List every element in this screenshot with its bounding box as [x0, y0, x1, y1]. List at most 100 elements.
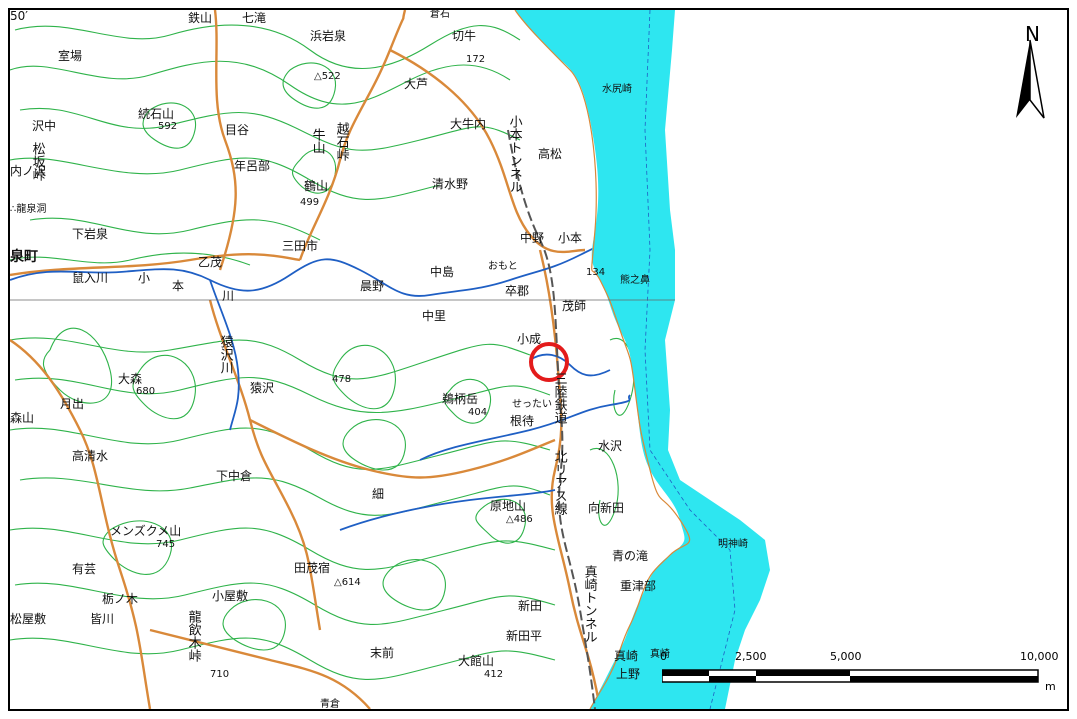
place-label-omotohira: おもと [488, 261, 518, 272]
place-label-tochinoki: 栃ノ木 [102, 592, 139, 606]
place-label-h710: 710 [210, 669, 230, 680]
place-label-kameyama: 鶴山 [304, 179, 329, 193]
place-label-mukaishinden: 向新田 [588, 501, 625, 515]
place-label-h522: △522 [314, 71, 341, 82]
place-label-mizujiri: 水尻崎 [602, 84, 632, 95]
place-label-sarusawa: 猿沢 [250, 381, 275, 395]
place-label-ouushiuchi: 大牛内 [450, 117, 487, 131]
place-label-h478: 478 [332, 374, 352, 385]
place-label-shigetsube: 重津部 [620, 579, 657, 593]
rivers [10, 244, 631, 531]
place-label-suemae: 末前 [370, 646, 395, 660]
place-label-masaki2: 真崎 [614, 649, 639, 663]
scale-tick-5000: 5,000 [830, 650, 862, 663]
vertical-label-sanriku: 三陸鉄道 [551, 372, 567, 424]
place-label-moshi: 茂師 [562, 299, 587, 313]
scale-bar: 0 2,500 5,000 10,000 m [660, 650, 1060, 695]
place-label-menago: 目谷 [225, 123, 250, 137]
place-label-hamaiwaizumi: 浜岩泉 [310, 29, 347, 43]
scale-tick-10000: 10,000 [1020, 650, 1059, 663]
place-label-h592: 592 [158, 121, 178, 132]
place-label-nakajima: 中島 [430, 265, 455, 279]
place-label-shimonakakura: 下中倉 [216, 469, 253, 483]
place-label-haraji: 原地山 [490, 499, 527, 513]
place-label-takamatsu: 高松 [538, 147, 563, 161]
coastline [514, 10, 691, 709]
place-label-myojinzaki: 明神崎 [718, 539, 748, 550]
place-label-kawa1: 川 [222, 289, 235, 303]
place-label-nemachi: 根待 [510, 414, 535, 428]
vertical-label-matsubatoge: 松坂峠 [29, 142, 45, 181]
place-label-uchinosawa: 内ノ沢 [10, 164, 47, 178]
roads [10, 10, 602, 709]
place-label-odateyama: 大館山 [458, 654, 495, 668]
place-label-kirimaki: 切牛 [452, 29, 477, 43]
place-label-kamino: 上野 [616, 667, 641, 681]
place-label-kumanohana: 熊之鼻 [620, 275, 650, 286]
vertical-label-omoto-tunnel: 小本トンネル [506, 115, 522, 193]
place-label-uzae: 有芸 [72, 562, 97, 576]
place-label-kuraishi: 倉石 [430, 9, 450, 20]
place-label-aokura: 青倉 [320, 699, 340, 710]
scale-bar-graphic [662, 669, 1039, 683]
place-label-nakano: 中野 [520, 231, 545, 245]
place-label-ko: 小 [138, 271, 151, 285]
place-label-shinden: 新田 [518, 599, 543, 613]
vertical-label-ryuinotoge: 龍飲木峠 [185, 610, 201, 662]
place-label-hosogoe: 細 [372, 487, 385, 501]
north-letter: N [1025, 22, 1040, 46]
place-label-nakasato: 中里 [422, 309, 447, 323]
scale-tick-0: 0 [660, 650, 667, 663]
place-label-tamoshuku: 田茂宿 [294, 561, 331, 575]
place-label-akeno: 晨野 [360, 279, 385, 293]
sea-contours [644, 10, 736, 709]
sea-area [515, 10, 770, 709]
place-label-sotsuroku: 卒郡 [505, 284, 530, 298]
place-label-muroba: 室場 [58, 49, 83, 63]
place-label-takashimizu: 高清水 [72, 449, 109, 463]
place-label-koyashiki: 小屋敷 [212, 589, 249, 603]
place-label-h134: 134 [586, 267, 606, 278]
vertical-label-saruzawagawa: 猿沢川 [217, 335, 233, 374]
place-label-konari: 小成 [517, 332, 542, 346]
north-arrow-icon [1016, 39, 1045, 119]
place-label-masaki: 真崎 [650, 649, 670, 660]
place-label-shimoiwaizumi: 下岩泉 [72, 227, 109, 241]
place-label-daiashi: 大芦 [404, 77, 429, 91]
place-label-h172: 172 [466, 54, 486, 65]
place-label-shichitaki: 七滝 [242, 11, 267, 25]
vertical-label-masaki-tunnel: 真崎トンネル [581, 565, 597, 643]
place-label-mizusawa: 水沢 [598, 439, 623, 453]
place-label-town: 泉町 [10, 249, 38, 265]
place-label-h412: 412 [484, 669, 504, 680]
place-label-h486: △486 [506, 514, 533, 525]
target-marker [529, 342, 569, 382]
railway [507, 129, 596, 709]
land-area [10, 10, 1067, 709]
place-label-omori: 大森 [118, 372, 143, 386]
place-label-matsuyashiki: 松屋敷 [10, 612, 47, 626]
place-label-shimizuno: 清水野 [432, 177, 469, 191]
place-label-shindendaira: 新田平 [506, 629, 543, 643]
place-label-aonotaki: 青の滝 [612, 549, 649, 563]
vertical-label-kitarias: 北リアス線 [551, 450, 567, 515]
place-label-h745: 745 [156, 539, 176, 550]
place-label-gatsude: 月出 [60, 397, 85, 411]
place-label-settai: せったい [512, 399, 552, 410]
place-label-nezumiirigawa: 鼠入川 [72, 271, 109, 285]
place-label-h499: 499 [300, 197, 320, 208]
place-label-morikawa: 森山 [10, 411, 35, 425]
place-label-ryusendo: ∴龍泉洞 [10, 204, 47, 215]
scale-unit: m [1045, 680, 1056, 693]
place-label-h680: 680 [136, 386, 156, 397]
map-canvas [10, 10, 1067, 709]
place-label-degree: 50′ [10, 9, 28, 23]
place-label-otomo: 乙茂 [198, 255, 223, 269]
place-label-h614: △614 [334, 577, 361, 588]
place-label-omoto: 小本 [558, 231, 583, 245]
place-label-minagawa: 皆川 [90, 612, 115, 626]
place-label-h404: 404 [468, 407, 488, 418]
scale-tick-2500: 2,500 [735, 650, 767, 663]
place-label-nenoro: 年呂部 [234, 159, 271, 173]
